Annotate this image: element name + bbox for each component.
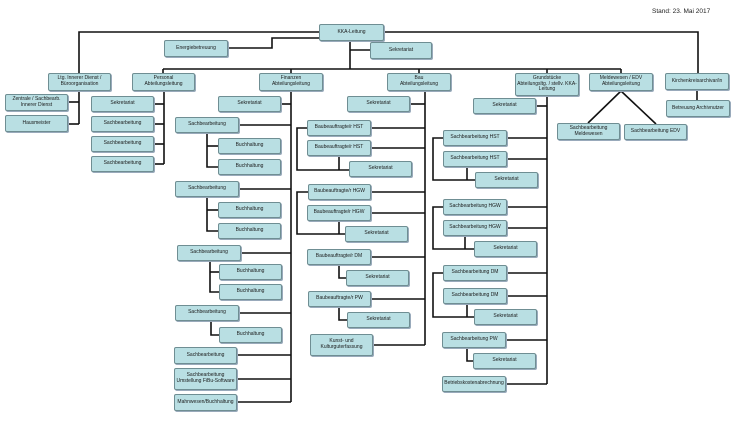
org-unit-box: Sachbearbeitung: [175, 305, 239, 321]
org-unit-box: Sekretariat: [346, 270, 409, 286]
connector-line: [338, 265, 346, 279]
org-unit-box: Sachbearbeitung: [175, 181, 239, 197]
org-unit-box: Betriebskostenabrechnung: [442, 376, 506, 392]
connector-line: [206, 197, 218, 232]
org-unit-box: Buchhaltung: [218, 202, 281, 218]
org-unit-box: Zentrale / Sachbearb. Innerer Dienst: [5, 94, 68, 111]
connector-line: [432, 272, 474, 318]
org-unit-box: Mahnwesen/Buchhaltung: [174, 394, 237, 411]
org-unit-box: Sachbearbeitung DM: [443, 288, 507, 304]
org-unit-box: Sachbearbeitung: [174, 347, 237, 364]
org-unit-box: Sachbearbeitung Umstellung FiBu-Software: [174, 368, 237, 390]
connector-line: [206, 133, 218, 168]
org-unit-box: Buchhaltung: [218, 159, 281, 175]
connector-line: [432, 206, 474, 250]
org-unit-box: Sachbearbeitung HST: [443, 130, 507, 146]
org-unit-box: Sachbearbeitung: [91, 156, 154, 172]
org-unit-box: Sekretariat: [347, 312, 410, 328]
org-unit-box: Personal Abteilungsleitung: [132, 73, 195, 91]
org-unit-box: Baubeauftragte/r HST: [307, 140, 371, 156]
org-unit-box: Baubeauftragte/r HST: [307, 120, 371, 136]
org-unit-box: Sachbearbeitung: [177, 245, 241, 261]
connector-line: [384, 31, 699, 73]
org-unit-box: Sekretariat: [474, 309, 537, 325]
org-unit-box: Sekretariat: [475, 172, 538, 188]
date-stamp: Stand: 23. Mai 2017: [652, 8, 711, 15]
org-unit-box: Sekretariat: [91, 96, 154, 112]
org-unit-box: Grundstücke Abteilungsltg. / stellv. KKA…: [515, 73, 579, 96]
org-unit-box: Buchhaltung: [219, 284, 282, 300]
connector-line: [466, 348, 473, 362]
org-unit-box: Baubeauftragte/r HGW: [308, 184, 371, 200]
org-unit-box: Sekretariat: [474, 241, 537, 257]
org-unit-box: Buchhaltung: [219, 327, 282, 343]
org-unit-box: Hausmeister: [5, 115, 68, 132]
org-unit-box: Sachbearbeitung: [175, 117, 239, 133]
org-unit-box: Sachbearbeitung DM: [443, 265, 507, 281]
org-unit-box: Sekretariat: [473, 353, 536, 369]
org-unit-box: Sekretariat: [349, 161, 412, 177]
org-unit-box: Sekretariat: [370, 42, 432, 59]
connector-line: [228, 37, 319, 49]
org-unit-box: Buchhaltung: [218, 223, 281, 239]
connector-line: [296, 127, 349, 171]
org-unit-box: Finanzen Abteilungsleitung: [259, 73, 323, 91]
org-unit-box: Kirchenkreisarchivar/in: [665, 73, 729, 90]
org-unit-box: Sachbearbeitung PW: [442, 332, 506, 348]
org-unit-box: Sachbearbeitung HGW: [443, 220, 507, 236]
org-unit-box: Sekretariat: [218, 96, 281, 112]
org-unit-box: Sachbearbeitung Meldewesen: [557, 123, 620, 140]
org-unit-box: Meldewesen / EDV Abteilungsleitung: [589, 73, 653, 91]
org-unit-box: KKA-Leitung: [319, 24, 384, 41]
org-unit-box: Betreuung Archivnutzer: [666, 100, 730, 117]
org-unit-box: Sekretariat: [347, 96, 410, 112]
org-unit-box: Sekretariat: [473, 98, 536, 114]
org-unit-box: Sachbearbeitung: [91, 136, 154, 152]
connector-line: [338, 307, 347, 321]
connector-line: [620, 90, 657, 125]
org-unit-box: Bau Abteilungsleitung: [387, 73, 451, 91]
org-unit-box: Sachbearbeitung HGW: [443, 199, 507, 215]
org-unit-box: Ltg. Innerer Dienst / Büroorganisation: [48, 73, 111, 91]
org-unit-box: Buchhaltung: [218, 138, 281, 154]
org-unit-box: Baubeauftragte/r PW: [308, 291, 371, 307]
org-unit-box: Baubeauftragte/r DM: [307, 249, 371, 265]
org-unit-box: Sachbearbeitung: [91, 116, 154, 132]
org-unit-box: Sachbearbeitung EDV: [624, 124, 687, 140]
org-unit-box: Sekretariat: [345, 226, 408, 242]
connector-line: [296, 191, 345, 235]
org-unit-box: Buchhaltung: [219, 264, 282, 280]
org-unit-box: Baubeauftragte/r HGW: [307, 205, 371, 221]
connector-line: [210, 321, 219, 336]
connector-line: [209, 261, 219, 293]
connector-line: [432, 137, 475, 181]
org-unit-box: Sachbearbeitung HST: [443, 151, 507, 167]
connector-line: [78, 31, 319, 73]
org-unit-box: Kunst- und Kulturguterfassung: [310, 334, 373, 356]
org-unit-box: Energiebetreuung: [164, 40, 228, 57]
connector-line: [587, 90, 622, 124]
